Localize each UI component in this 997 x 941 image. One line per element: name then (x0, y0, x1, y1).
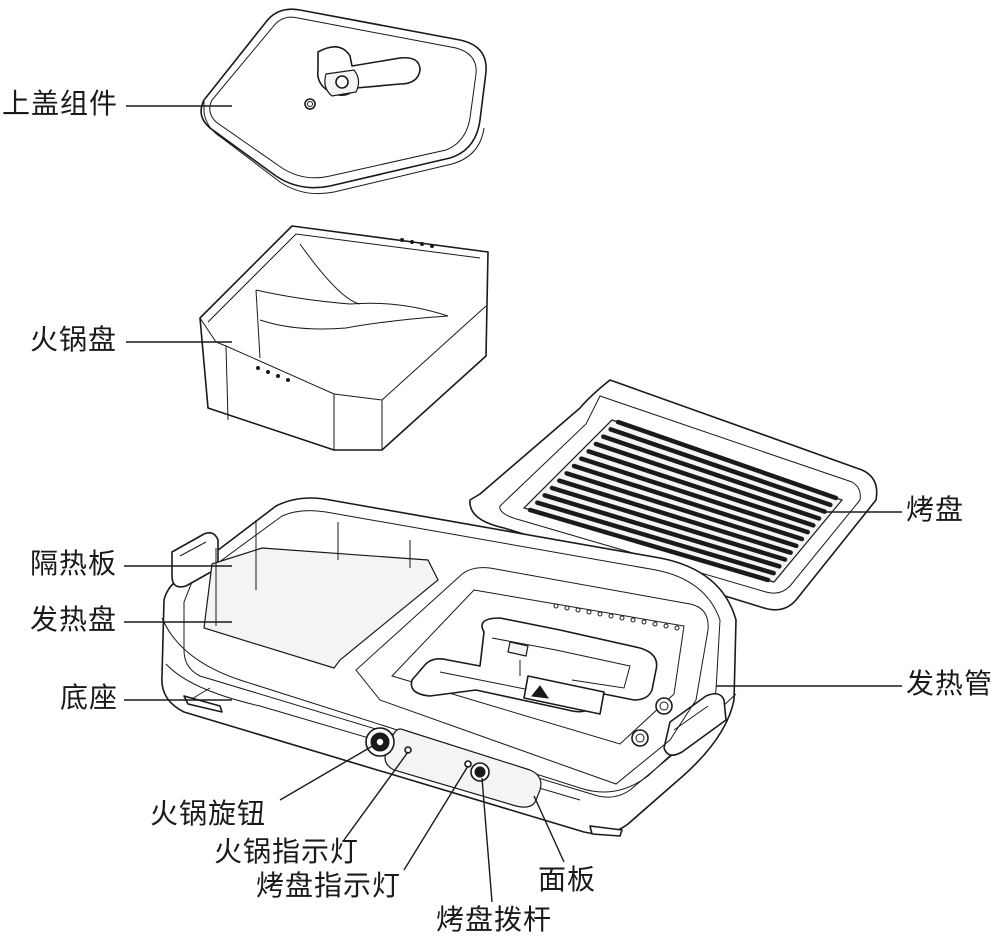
vent-dot (553, 603, 559, 609)
label-heating-plate: 发热盘 (30, 603, 118, 636)
grill-ribs (527, 419, 839, 583)
vent-dot (586, 609, 592, 615)
label-heating-tube: 发热管 (906, 667, 994, 700)
vent-dot (674, 625, 680, 631)
vent-dot (663, 623, 669, 629)
vent-dot (597, 611, 603, 617)
vent-dot (630, 617, 636, 623)
grill-rib (586, 449, 816, 528)
label-base: 底座 (60, 681, 119, 714)
vent-dots (553, 603, 680, 631)
grill-rib (557, 478, 793, 555)
lid-assembly (200, 8, 487, 195)
leader-grill-indicator (403, 765, 469, 871)
base (161, 497, 737, 837)
vent-dot (575, 607, 581, 613)
vent-dot (564, 605, 570, 611)
leader-grill-lever (481, 777, 493, 903)
vent-dot (652, 621, 658, 627)
leader-panel (533, 795, 565, 863)
leader-hotpot-indicator (343, 751, 409, 841)
warning-triangle-icon (531, 685, 550, 699)
leader-lines (124, 105, 902, 903)
grill-rib (564, 471, 799, 549)
grill-rib (549, 485, 788, 562)
vent-dot (641, 619, 647, 625)
grill-rib (571, 463, 805, 542)
label-hotpot-bowl: 火锅盘 (30, 323, 118, 356)
label-hotpot-indicator: 火锅指示灯 (214, 835, 360, 868)
label-grill-indicator: 烤盘指示灯 (256, 869, 402, 902)
leader-hotpot-knob (279, 743, 377, 801)
hotpot-bowl (199, 225, 489, 451)
grill-rib (542, 493, 782, 569)
grill-rib (608, 427, 833, 508)
grill-rib (527, 507, 771, 583)
grill-rib (601, 434, 827, 514)
label-grill-plate: 烤盘 (906, 493, 965, 526)
label-hotpot-knob: 火锅旋钮 (150, 797, 267, 830)
label-grill-lever: 烤盘拨杆 (436, 903, 553, 936)
grill-rib (579, 456, 810, 535)
label-lid-assembly: 上盖组件 (2, 87, 119, 120)
grill-rib (535, 500, 776, 576)
vent-dot (619, 615, 625, 621)
label-panel: 面板 (538, 863, 597, 896)
vent-dot (608, 613, 614, 619)
grill-rib (593, 441, 822, 521)
label-heat-shield: 隔热板 (30, 547, 118, 580)
grill-rib (615, 419, 839, 501)
